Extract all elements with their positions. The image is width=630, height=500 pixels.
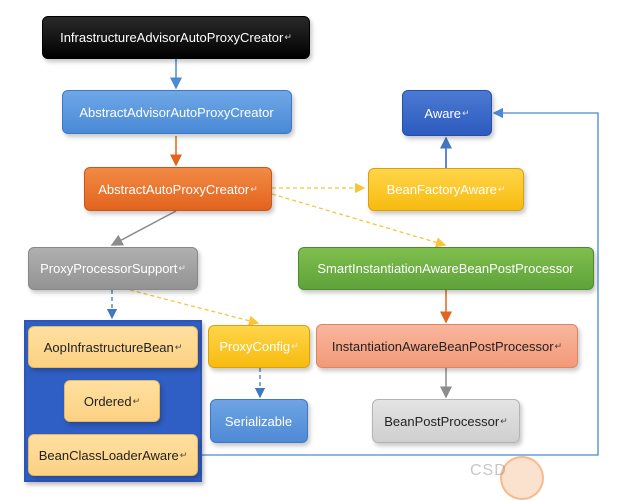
node-label: AopInfrastructureBean <box>43 339 174 355</box>
proxy-config-node: ProxyConfig↵ <box>208 325 310 368</box>
node-label: ProxyProcessorSupport <box>40 261 178 276</box>
node-label: InstantiationAwareBeanPostProcessor <box>331 338 554 354</box>
node-label: AbstractAdvisorAutoProxyCreator <box>79 104 274 120</box>
watermark-text: CSD <box>470 462 507 479</box>
node-mark: ↵ <box>462 107 470 118</box>
node-label: BeanPostProcessor <box>384 413 500 429</box>
aop-infrastructure-bean-node: AopInfrastructureBean↵ <box>28 326 198 368</box>
node-mark: ↵ <box>132 395 141 406</box>
node-mark: ↵ <box>179 449 188 460</box>
smart-instantiation-aware-bean-post-processor-node: SmartInstantiationAwareBeanPostProcessor <box>298 247 594 290</box>
node-mark: ↵ <box>500 415 508 426</box>
infrastructure-advisor-auto-proxy-creator-node: InfrastructureAdvisorAutoProxyCreator↵ <box>42 16 310 59</box>
bean-factory-aware-node: BeanFactoryAware↵ <box>368 168 524 211</box>
node-label: SmartInstantiationAwareBeanPostProcessor <box>317 261 574 276</box>
instantiation-aware-bean-post-processor-node: InstantiationAwareBeanPostProcessor↵ <box>316 324 578 368</box>
bean-post-processor-node: BeanPostProcessor↵ <box>372 399 520 443</box>
edge-auto-pps <box>110 210 177 246</box>
node-mark: ↵ <box>291 341 299 351</box>
node-mark: ↵ <box>284 32 292 42</box>
node-mark: ↵ <box>250 183 258 194</box>
node-mark: ↵ <box>497 184 506 194</box>
abstract-auto-proxy-creator-node: AbstractAutoProxyCreator↵ <box>84 167 272 211</box>
node-mark: ↵ <box>174 341 183 352</box>
ordered-node: Ordered↵ <box>64 380 160 422</box>
node-label: Serializable <box>224 413 293 429</box>
node-label: ProxyConfig <box>219 339 291 354</box>
watermark-logo-icon <box>500 456 544 500</box>
proxy-processor-support-node: ProxyProcessorSupport↵ <box>28 247 198 290</box>
node-mark: ↵ <box>554 340 563 351</box>
aware-node: Aware↵ <box>402 90 492 136</box>
node-label: Aware <box>424 105 462 121</box>
bean-class-loader-aware-node: BeanClassLoaderAware↵ <box>28 434 198 476</box>
node-label: BeanClassLoaderAware <box>38 447 179 463</box>
node-label: AbstractAutoProxyCreator <box>98 181 250 197</box>
node-label: Ordered <box>83 393 132 409</box>
edge-pps-pconfig <box>129 289 260 326</box>
node-label: InfrastructureAdvisorAutoProxyCreator <box>60 30 284 45</box>
abstract-advisor-auto-proxy-creator-node: AbstractAdvisorAutoProxyCreator <box>62 90 292 134</box>
edge-bcla-aware <box>202 107 599 456</box>
node-mark: ↵ <box>178 263 186 273</box>
node-label: BeanFactoryAware <box>386 182 497 197</box>
edge-auto-siabpp <box>271 193 447 248</box>
serializable-node: Serializable <box>210 399 308 443</box>
